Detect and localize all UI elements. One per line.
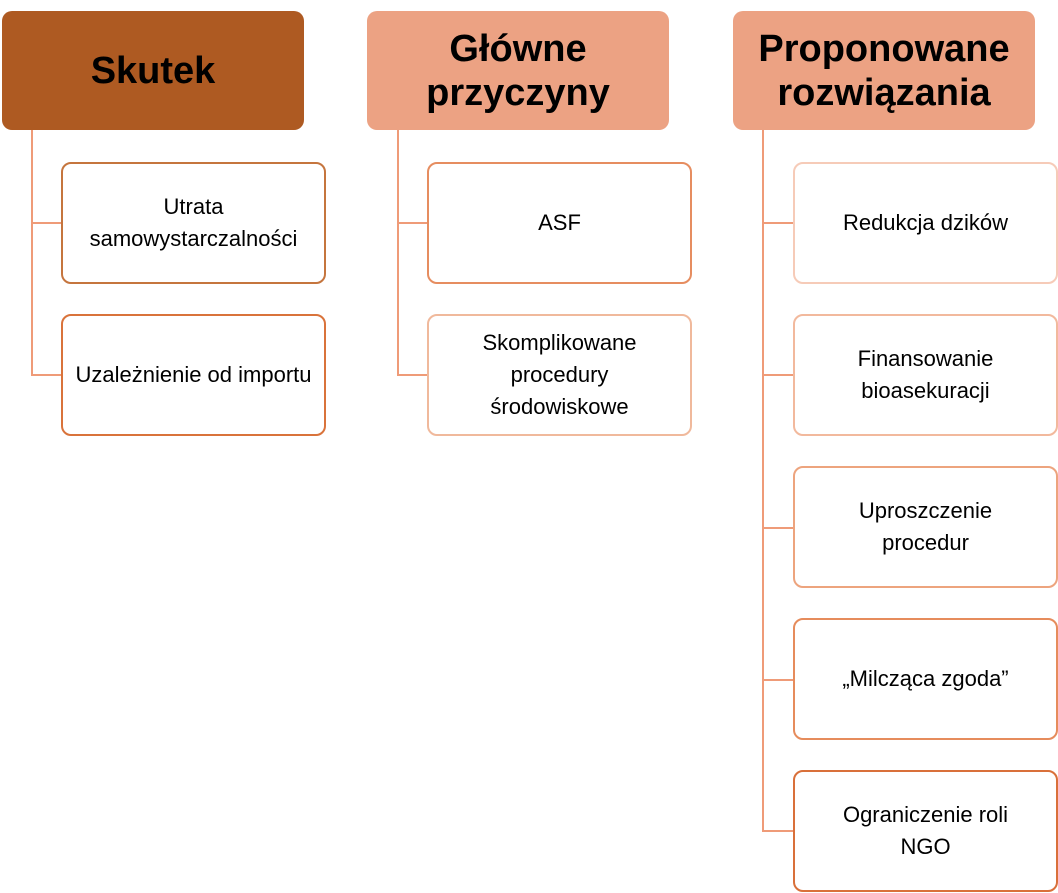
node-box: Ograniczenie roli NGO bbox=[793, 770, 1058, 892]
node-label: Ograniczenie roli NGO bbox=[842, 802, 1009, 859]
connector-line bbox=[397, 374, 427, 376]
node-box: Skomplikowane procedury środowiskowe bbox=[427, 314, 692, 436]
header-glowne-przyczyny: Główne przyczyny bbox=[367, 11, 669, 130]
connector-line bbox=[762, 130, 764, 832]
node-box: Finansowanie bioasekuracji bbox=[793, 314, 1058, 436]
node-box: Redukcja dzików bbox=[793, 162, 1058, 284]
node-box: Uzależnienie od importu bbox=[61, 314, 326, 436]
connector-line bbox=[762, 527, 793, 529]
node-label: Utrata samowystarczalności bbox=[89, 194, 298, 251]
connector-line bbox=[397, 222, 427, 224]
header-proponowane-rozwiazania: Proponowane rozwiązania bbox=[733, 11, 1035, 130]
node-box: Utrata samowystarczalności bbox=[61, 162, 326, 284]
header-label: Skutek bbox=[90, 49, 216, 92]
connector-line bbox=[762, 830, 793, 832]
node-label: Finansowanie bioasekuracji bbox=[857, 346, 994, 403]
header-label: Proponowane rozwiązania bbox=[758, 27, 1010, 114]
header-label: Główne przyczyny bbox=[426, 27, 610, 114]
header-skutek: Skutek bbox=[2, 11, 304, 130]
connector-line bbox=[31, 222, 61, 224]
node-label: „Milcząca zgoda” bbox=[842, 666, 1009, 691]
node-box: „Milcząca zgoda” bbox=[793, 618, 1058, 740]
node-label: Uzależnienie od importu bbox=[75, 362, 312, 387]
connector-line bbox=[762, 374, 793, 376]
node-box: ASF bbox=[427, 162, 692, 284]
connector-line bbox=[31, 374, 61, 376]
connector-line bbox=[762, 679, 793, 681]
connector-line bbox=[397, 130, 399, 376]
node-box: Uproszczenie procedur bbox=[793, 466, 1058, 588]
node-label: Uproszczenie procedur bbox=[858, 498, 993, 555]
connector-line bbox=[31, 130, 33, 376]
connector-line bbox=[762, 222, 793, 224]
node-label: Redukcja dzików bbox=[842, 210, 1009, 235]
node-label: Skomplikowane procedury środowiskowe bbox=[482, 330, 637, 419]
node-label: ASF bbox=[538, 210, 581, 235]
